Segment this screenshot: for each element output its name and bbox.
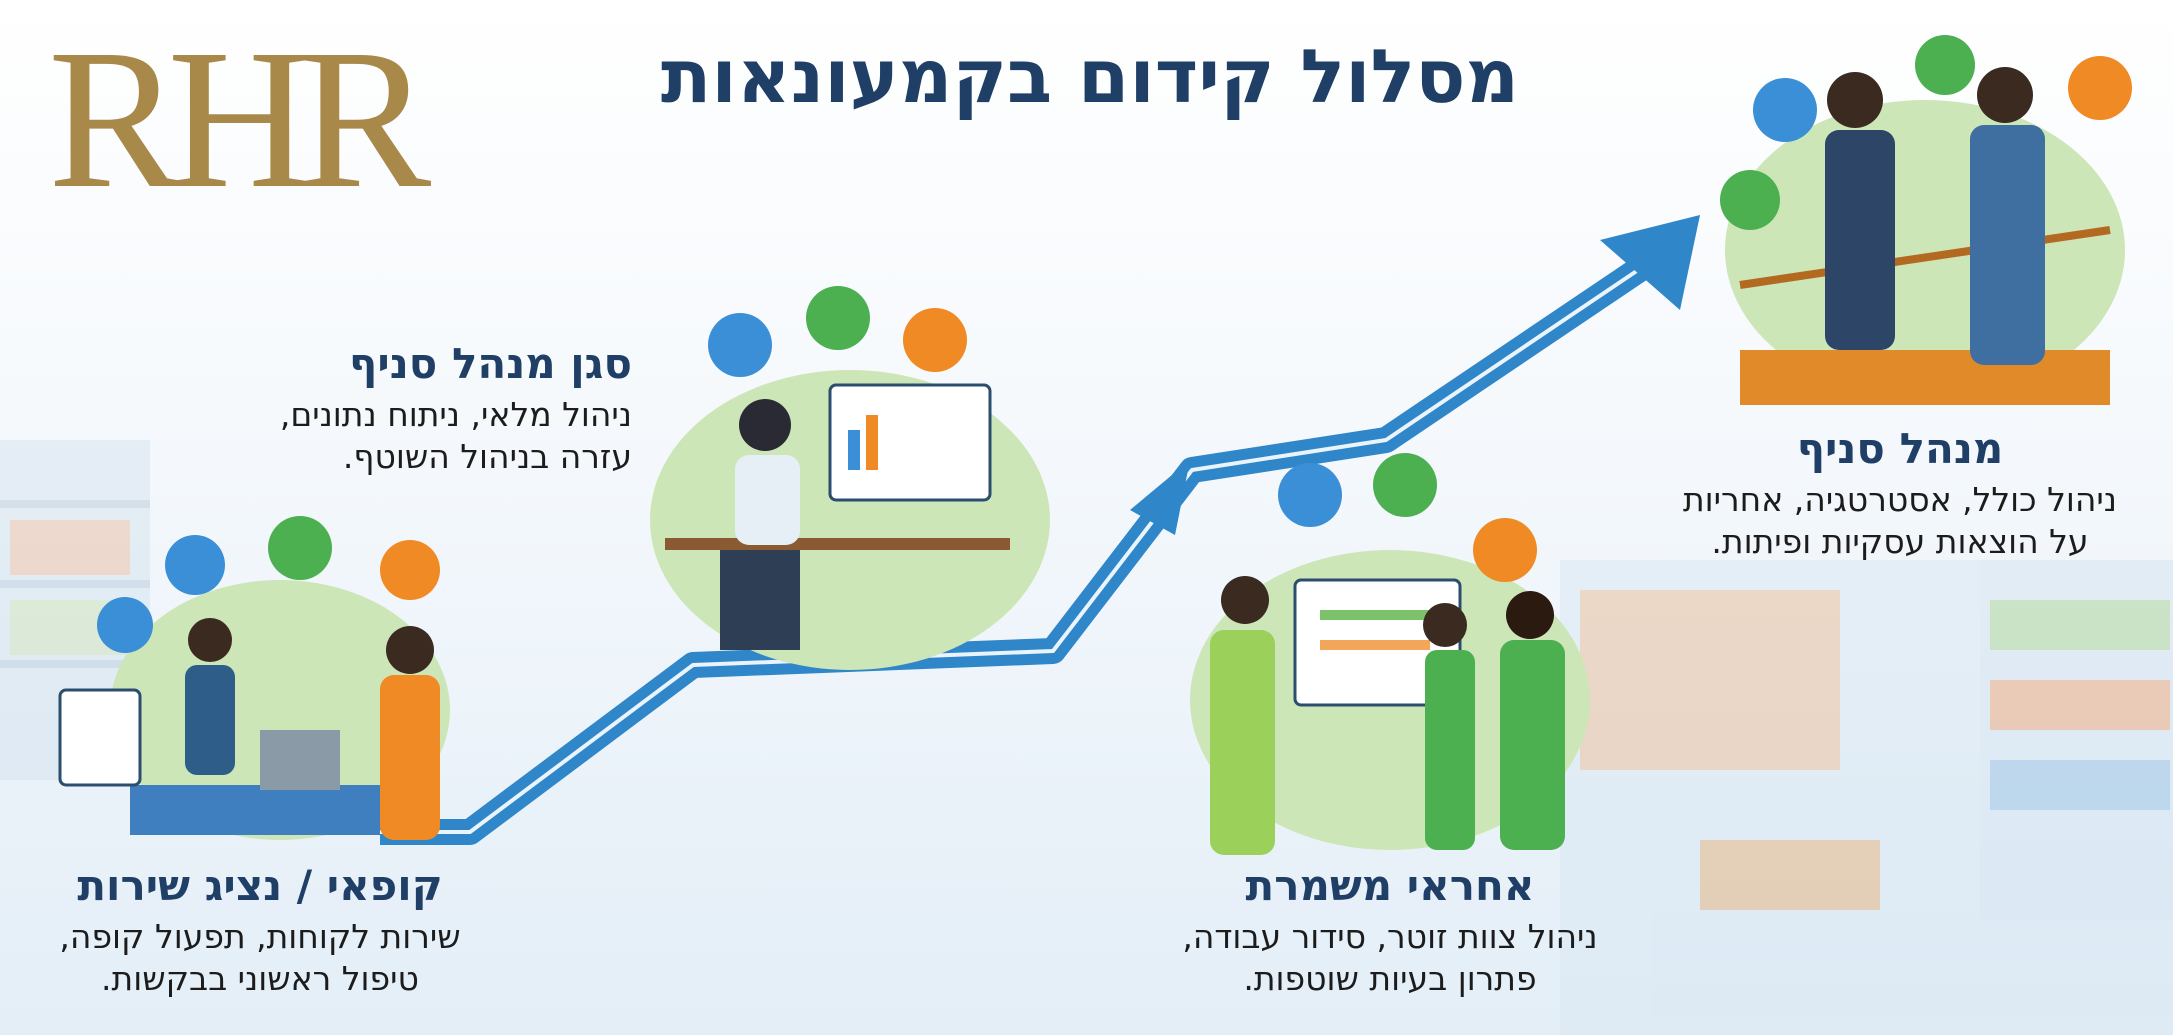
stage-description: שירות לקוחות, תפעול קופה,טיפול ראשוני בב…: [59, 917, 461, 998]
stage-title: מנהל סניף: [1796, 424, 2004, 473]
money-icon: [268, 516, 332, 580]
group-icon: [1915, 35, 1975, 95]
stage-description: ניהול צוות זוטר, סידור עבודה,פתרון בעיות…: [1182, 917, 1598, 998]
meeting-icon: [1720, 170, 1780, 230]
manager-illustration: [1720, 35, 2132, 405]
stage-shift-manager: אחראי משמרת ניהול צוות זוטר, סידור עבודה…: [1170, 861, 1610, 999]
report-icon: [903, 308, 967, 372]
store-scene-right: [1560, 560, 2173, 1035]
dollar-hand-icon: [165, 535, 225, 595]
stage-title: קופאי / נציג שירות: [77, 861, 443, 910]
bar-chart-icon: [806, 286, 870, 350]
arrowhead-top: [1600, 215, 1700, 310]
stage-title: אחראי משמרת: [1245, 861, 1535, 910]
gear-icon: [1473, 518, 1537, 582]
team-icon: [1278, 463, 1342, 527]
target-icon: [2068, 56, 2132, 120]
shift-illustration: [1190, 453, 1590, 855]
stage-description: ניהול מלאי, ניתוח נתונים,עזרה בניהול השו…: [279, 395, 632, 476]
stage-title: סגן מנהל סניף: [349, 339, 632, 388]
calendar-icon: [1373, 453, 1437, 517]
growth-chart-icon: [1753, 78, 1817, 142]
headset-agent-icon: [97, 597, 153, 653]
stage-deputy-manager: סגן מנהל סניף ניהול מלאי, ניתוח נתונים,ע…: [200, 339, 632, 477]
deputy-illustration: [650, 286, 1050, 670]
chat-icon: [380, 540, 440, 600]
cashier-illustration: [58, 516, 450, 840]
inventory-box-icon: [708, 313, 772, 377]
stage-cashier: קופאי / נציג שירות שירות לקוחות, תפעול ק…: [40, 861, 480, 999]
rhr-logo: RHR: [48, 9, 431, 230]
arrowhead-mid: [1130, 460, 1190, 535]
page-title: מסלול קידום בקמעונאות: [660, 34, 1520, 120]
